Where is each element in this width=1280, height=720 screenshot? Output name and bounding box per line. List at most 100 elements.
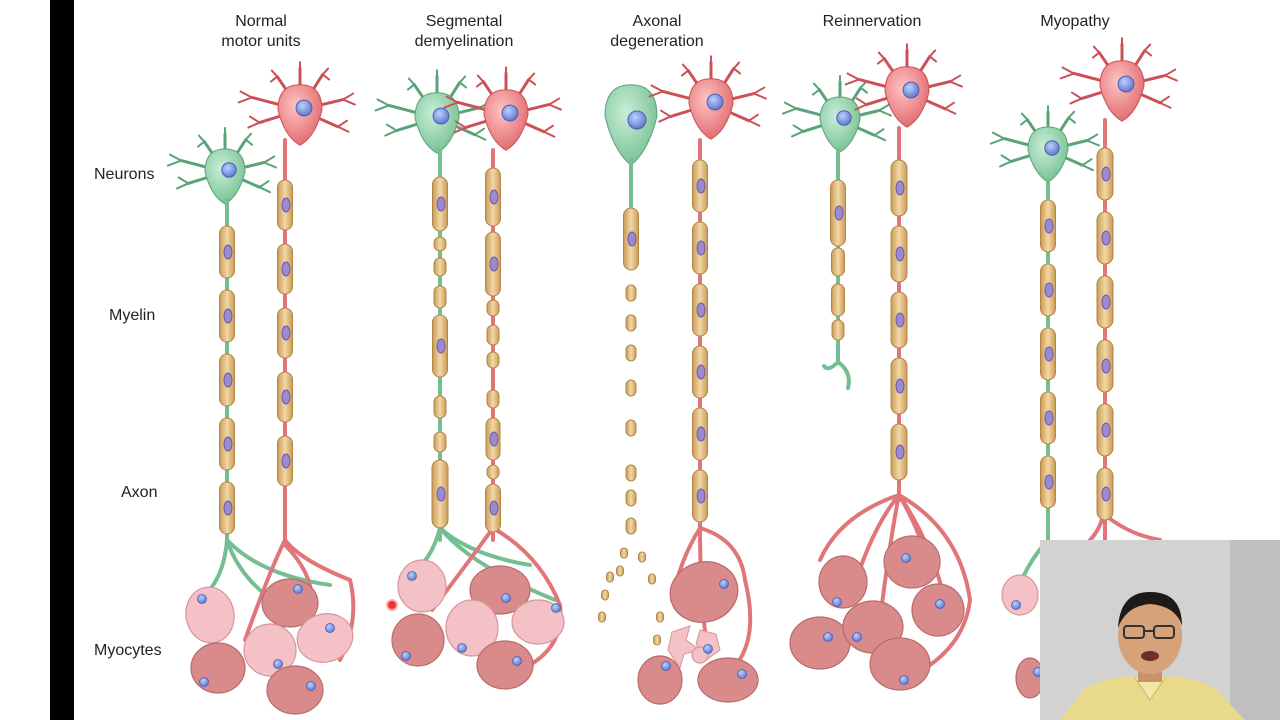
muscle-nucleus xyxy=(935,599,945,609)
dendrite-branch xyxy=(1158,95,1172,109)
myelin-nucleus xyxy=(223,244,233,260)
dendrite-branch xyxy=(747,113,761,127)
muscle-cell-light xyxy=(445,599,499,657)
dendrite-branch xyxy=(859,80,868,94)
column-title-normal: Normal motor units xyxy=(221,13,301,50)
dendrite-branch xyxy=(247,115,261,129)
dendrite-branch xyxy=(458,75,468,89)
muscle-nucleus xyxy=(832,597,842,607)
neuron-nucleus xyxy=(706,93,724,111)
myelin-sheath xyxy=(648,573,656,585)
myelin-sheath xyxy=(625,344,637,362)
myelin-sheath xyxy=(486,299,500,317)
muscle-cell-light xyxy=(185,586,235,644)
myelin-sheath xyxy=(625,464,637,482)
myelin-nucleus xyxy=(1101,294,1111,310)
left-margin xyxy=(0,0,50,720)
dendrite-branch xyxy=(342,92,356,106)
myelin-sheath xyxy=(625,284,637,302)
laser-pointer xyxy=(388,601,396,609)
muscle-nucleus xyxy=(1011,600,1021,610)
dendrite-branch xyxy=(873,128,886,142)
column-title-segmental: Segmental demyelination xyxy=(414,13,514,50)
dendrite-branch xyxy=(237,90,253,104)
myelin-nucleus xyxy=(223,500,233,516)
column-title-myopathy: Myopathy xyxy=(1040,13,1110,30)
muscle-cell-light xyxy=(296,613,354,663)
myelin-nucleus xyxy=(696,178,706,194)
muscle-nucleus xyxy=(199,677,209,687)
myelin-nucleus xyxy=(489,189,499,205)
dendrite-branch xyxy=(1067,110,1076,124)
myelin-nucleus xyxy=(1101,230,1111,246)
myelin-sheath xyxy=(433,395,447,419)
myelin-nucleus xyxy=(281,453,291,469)
dendrite-branch xyxy=(999,154,1013,168)
muscle-nucleus xyxy=(293,584,303,594)
column-title-axonal: Axonal degeneration xyxy=(610,13,704,50)
muscle-nucleus xyxy=(325,623,335,633)
muscle-cell-dark xyxy=(469,565,531,615)
neurons-layer xyxy=(167,37,1178,205)
myelin-nucleus xyxy=(489,256,499,272)
row-label-myelin: Myelin xyxy=(109,307,156,324)
myelin-nucleus xyxy=(895,444,905,460)
muscle-nucleus xyxy=(273,659,283,669)
neuron-nucleus xyxy=(1117,75,1135,93)
slide: Normal motor units Segmental demyelinati… xyxy=(74,0,1280,720)
muscle-cell-dark xyxy=(869,637,931,691)
dendrite-branch xyxy=(1069,91,1083,105)
row-label-neurons: Neurons xyxy=(94,166,155,183)
myelin-nucleus xyxy=(223,372,233,388)
myelin-sheath xyxy=(638,551,646,563)
myelin-nucleus xyxy=(489,431,499,447)
myelin-nucleus xyxy=(223,436,233,452)
myelin-nucleus xyxy=(223,308,233,324)
neuron-nucleus xyxy=(501,104,519,122)
myelin-nucleus xyxy=(489,500,499,516)
myelin-sheath xyxy=(601,589,609,601)
muscle-nucleus xyxy=(823,632,833,642)
myelin-nucleus xyxy=(1101,166,1111,182)
muscle-nucleus xyxy=(703,644,713,654)
dendrite-branch xyxy=(1081,158,1094,172)
presenter-video xyxy=(1040,540,1280,720)
myelin-sheath xyxy=(486,351,500,369)
dendrite-branch xyxy=(782,101,798,115)
muscle-cell-dark xyxy=(190,642,246,694)
muscle-nucleus xyxy=(401,651,411,661)
dendrite-branch xyxy=(753,86,767,100)
muscle-nucleus xyxy=(899,675,909,685)
myelin-nucleus xyxy=(1044,410,1054,426)
myelin-nucleus xyxy=(696,426,706,442)
neuron-nucleus xyxy=(836,110,852,126)
dendrite-branch xyxy=(384,123,398,137)
myelin-sheath xyxy=(625,314,637,332)
dendrite-branch xyxy=(475,74,485,88)
myelin-nucleus xyxy=(895,246,905,262)
neuron-nucleus xyxy=(1044,140,1060,156)
myelin-sheath xyxy=(606,571,614,583)
myelin-nucleus xyxy=(1101,358,1111,374)
muscle-nucleus xyxy=(407,571,417,581)
muscle-nucleus xyxy=(306,681,316,691)
myelin-nucleus xyxy=(627,231,637,247)
muscle-cell-light xyxy=(1001,574,1039,616)
muscle-cell-dark xyxy=(697,657,759,703)
myelin-sheath xyxy=(433,285,447,309)
myelin-nucleus xyxy=(696,240,706,256)
dendrite-branch xyxy=(473,127,487,141)
dendrite-branch xyxy=(453,120,467,134)
myelin-nucleus xyxy=(1101,486,1111,502)
muscle-nucleus xyxy=(901,553,911,563)
dendrite-branch xyxy=(542,124,556,138)
myelin-nucleus xyxy=(1044,346,1054,362)
muscle-nucleus xyxy=(501,593,511,603)
muscle-cell-light xyxy=(397,559,447,613)
muscle-cell-dark xyxy=(266,665,324,715)
dendrite-branch xyxy=(1020,112,1029,126)
myelin-nucleus xyxy=(281,197,291,213)
dendrite-branch xyxy=(648,84,664,98)
myelin-nucleus xyxy=(281,261,291,277)
muscle-cell-dark xyxy=(818,555,868,609)
